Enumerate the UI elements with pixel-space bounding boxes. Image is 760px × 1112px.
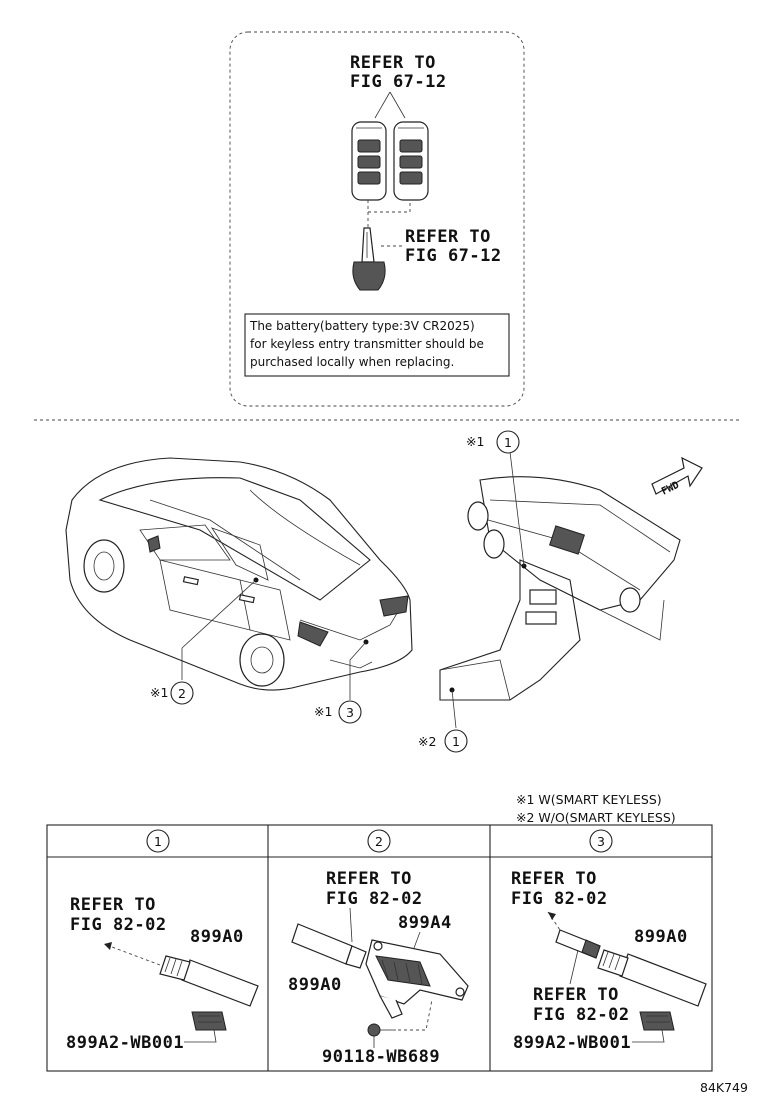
- part-number-label: 899A0: [190, 927, 244, 947]
- table-cell-2: REFER TO FIG 82-02 899A4 899A0: [288, 869, 469, 1067]
- battery-note: The battery(battery type:3V CR2025) for …: [244, 313, 510, 377]
- part-number-label: 899A2-WB001: [513, 1033, 631, 1053]
- forward-direction-arrow-icon: FWD: [651, 456, 703, 498]
- callout-number: 1: [504, 435, 512, 450]
- callout-number: 1: [452, 734, 460, 749]
- svg-text:1: 1: [154, 834, 162, 849]
- battery-note-line-3: purchased locally when replacing.: [250, 355, 454, 369]
- callout-mark: ※1: [314, 704, 332, 719]
- refer-fig-label-2: FIG 67-12: [405, 246, 502, 266]
- antenna-part-icon: [291, 923, 367, 969]
- refer-to-label: REFER TO: [326, 869, 412, 889]
- vehicle-illustration: [65, 457, 413, 691]
- figure-code: 84K749: [700, 1080, 748, 1095]
- table-header-3: 3: [589, 829, 613, 853]
- svg-text:2: 2: [375, 834, 383, 849]
- callout-mark: ※1: [466, 434, 484, 449]
- table-header-1: 1: [146, 829, 170, 853]
- smart-key-fob-icon: [393, 121, 429, 201]
- part-number-label: 899A4: [398, 913, 452, 933]
- antenna-part-icon: [159, 955, 259, 1007]
- legend-item: ※1 W(SMART KEYLESS): [516, 792, 662, 807]
- antenna-extension-icon: [555, 929, 601, 959]
- callout-door-antenna: ※1 2: [150, 681, 194, 705]
- part-number-label: 899A2-WB001: [66, 1033, 184, 1053]
- table-cell-1: REFER TO FIG 82-02 899A0 899A2-WB001: [66, 895, 259, 1053]
- table-cell-3: REFER TO FIG 82-02 899A0 REFER TO FIG 82…: [511, 869, 707, 1053]
- callout-rear-antenna: ※1 3: [314, 700, 362, 724]
- refer-fig-label-1: FIG 67-12: [350, 72, 447, 92]
- clip-part-icon: [639, 1011, 675, 1031]
- refer-fig-label: FIG 82-02: [326, 889, 423, 909]
- legend: ※1 W(SMART KEYLESS) ※2 W/O(SMART KEYLESS…: [516, 792, 676, 825]
- callout-mark: ※1: [150, 685, 168, 700]
- part-number-label: 899A0: [634, 927, 688, 947]
- callout-dash-antenna: ※1 1: [466, 430, 520, 454]
- refer-to-label-1: REFER TO: [350, 53, 436, 73]
- battery-note-line-2: for keyless entry transmitter should be: [250, 337, 484, 351]
- smart-key-fob-icon: [351, 121, 387, 201]
- key-reference-box: REFER TO FIG 67-12 REFER TO FI: [229, 31, 525, 407]
- refer-fig-label: FIG 82-02: [511, 889, 608, 909]
- clip-part-icon: [191, 1011, 227, 1031]
- refer-to-label: REFER TO: [70, 895, 156, 915]
- refer-fig-label: FIG 82-02: [70, 915, 167, 935]
- dashboard-illustration: [439, 476, 681, 701]
- bolt-part-icon: [367, 1023, 396, 1037]
- refer-to-label: REFER TO: [511, 869, 597, 889]
- part-number-label: 899A0: [288, 975, 342, 995]
- callout-number: 2: [178, 686, 186, 701]
- callout-mark: ※2: [418, 734, 436, 749]
- bracket-part-icon: [365, 939, 469, 1019]
- callout-console-antenna: ※2 1: [418, 729, 468, 753]
- refer-to-label-2: REFER TO: [405, 227, 491, 247]
- antenna-part-icon: [597, 949, 707, 1007]
- battery-note-line-1: The battery(battery type:3V CR2025): [249, 319, 475, 333]
- parts-table: 1 2 3 REFER TO FIG 82-02 899A0: [46, 824, 713, 1072]
- callout-number: 3: [346, 705, 354, 720]
- part-number-label: 90118-WB689: [322, 1047, 440, 1067]
- refer-to-label: REFER TO: [533, 985, 619, 1005]
- refer-fig-label: FIG 82-02: [533, 1005, 630, 1025]
- emergency-key-icon: [352, 227, 386, 291]
- svg-text:3: 3: [597, 834, 605, 849]
- legend-item: ※2 W/O(SMART KEYLESS): [516, 810, 676, 825]
- table-header-2: 2: [367, 829, 391, 853]
